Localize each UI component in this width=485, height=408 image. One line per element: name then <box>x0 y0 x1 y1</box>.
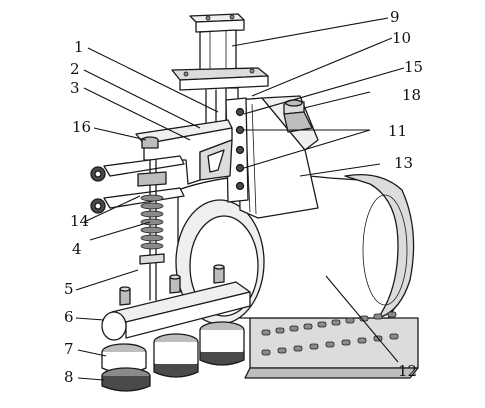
beam-bolt <box>169 274 181 294</box>
callout-16: 16 <box>72 118 91 136</box>
callout-14: 14 <box>70 212 89 230</box>
callout-3: 3 <box>70 79 80 97</box>
top-actuator <box>171 13 269 129</box>
callout-6: 6 <box>64 308 74 326</box>
callout-12: 12 <box>398 362 417 380</box>
slide-block <box>225 97 249 203</box>
roller-middle <box>153 333 199 378</box>
beam-bolt <box>213 264 225 284</box>
beam-bolt <box>119 286 131 306</box>
callout-1: 1 <box>74 38 84 56</box>
callout-9: 9 <box>390 8 400 26</box>
lever-arm <box>135 119 233 185</box>
callout-13: 13 <box>394 154 413 172</box>
leader-lines <box>75 17 405 381</box>
callout-7: 7 <box>64 340 74 358</box>
callout-8: 8 <box>64 368 74 386</box>
callout-18: 18 <box>402 86 421 104</box>
callout-labels: 1 2 3 4 5 6 7 8 9 10 11 12 13 14 15 16 1… <box>64 8 423 386</box>
spring-column <box>137 159 167 301</box>
callout-4: 4 <box>72 240 82 258</box>
lower-beam <box>101 264 251 341</box>
roller-right <box>199 321 245 366</box>
coil-spring <box>140 194 164 250</box>
roller-left <box>101 343 151 392</box>
base-slot-row <box>261 311 399 356</box>
vertical-column <box>237 95 319 219</box>
callout-15: 15 <box>404 58 423 76</box>
callout-11: 11 <box>388 122 407 140</box>
callout-2: 2 <box>70 60 80 78</box>
callout-10: 10 <box>392 29 411 47</box>
callout-5: 5 <box>64 280 74 298</box>
